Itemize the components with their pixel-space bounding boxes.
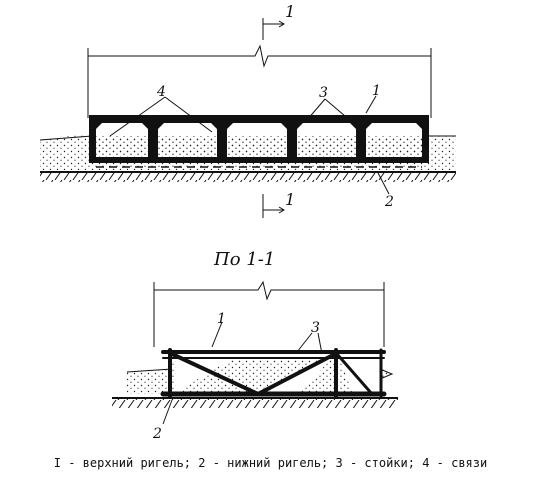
post [422,115,429,163]
plan-leaders [109,95,390,195]
section-callout-2: 2 [152,426,162,442]
plan-view: 1 1 4 3 1 2 [39,2,456,218]
section-ground-hatching [112,399,398,408]
legend-caption: I - верхний ригель; 2 - нижний ригель; 3… [53,456,488,470]
section-soil [127,370,172,394]
post [89,115,96,163]
section-marker-top-label: 1 [285,2,295,21]
section-callout-1: 1 [217,311,226,327]
section-members [160,348,394,398]
section-callout-3: 3 [311,320,320,336]
callout-2: 2 [384,194,394,210]
section-leaders [162,321,323,425]
bottom-girder [89,157,429,163]
ground-hatching [40,173,456,182]
section-outline [153,280,385,347]
brace [256,352,337,396]
callout-4: 4 [156,84,166,100]
plan-outline [87,44,432,118]
callout-3: 3 [319,85,328,101]
frame-members [89,115,429,163]
brace [335,352,374,396]
post [356,115,366,163]
post [148,115,158,163]
frame-infill [96,137,422,157]
post [287,115,297,163]
post [217,115,227,163]
section-view: 1 3 2 [112,280,398,442]
section-marker-bottom-label: 1 [285,190,295,209]
section-marker [262,18,285,218]
callout-1: 1 [372,83,381,99]
frame-cells [96,123,422,136]
brace [170,352,260,396]
section-title: По 1-1 [213,249,275,270]
top-girder [89,115,429,123]
